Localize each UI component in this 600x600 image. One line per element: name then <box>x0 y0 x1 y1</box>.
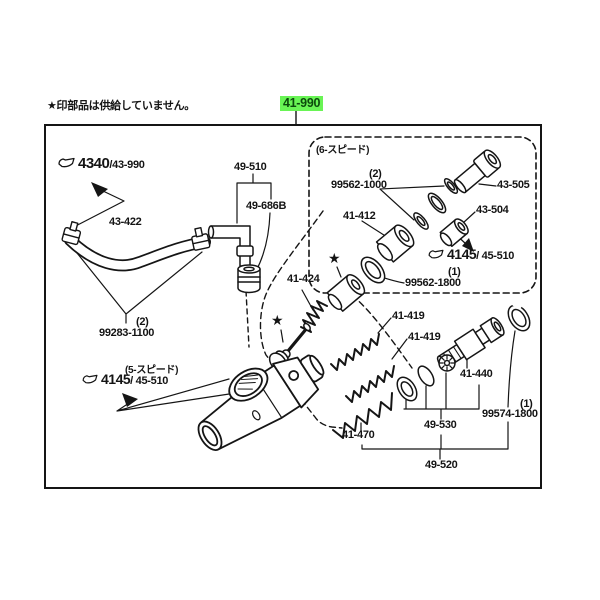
part-qty-snap-ring: (1) <box>520 398 533 410</box>
supply-note: ★印部品は供給していません。 <box>47 100 196 112</box>
cup-seal-drawing <box>396 376 418 402</box>
part-label-pipe: 49-510 <box>234 161 267 173</box>
star-mark: ★ <box>328 250 341 266</box>
direction-arrows <box>91 182 474 407</box>
hand-icon <box>428 249 445 263</box>
seal-99562-1800-drawing <box>360 256 386 284</box>
elbow-pipe-drawing <box>207 225 261 294</box>
part-label-joint: 43-504 <box>476 204 509 216</box>
part-label-washers: 99562-1000 <box>331 179 387 191</box>
star-mark: ★ <box>271 312 284 328</box>
part-label-bushing: 41-412 <box>343 210 376 222</box>
part-label-snap-ring: 99574-1800 <box>482 408 538 420</box>
part-qty-washers: (2) <box>369 168 382 180</box>
part-label-return-spring-b: 41-419 <box>408 331 441 343</box>
ring-drawing <box>427 192 447 214</box>
part-label-clamp: 99283-1100 <box>99 327 155 339</box>
part-label-seal: 99562-1800 <box>405 277 461 289</box>
return-spring-b-drawing <box>345 365 395 403</box>
return-spring-a-drawing <box>330 333 380 371</box>
pipe-centerline <box>245 290 250 348</box>
star-washer-drawing <box>438 354 456 372</box>
piston-group <box>396 303 531 402</box>
snap-ring-99574-drawing <box>507 303 531 332</box>
assembly-ref-4340: 4340/43-990 <box>58 155 145 172</box>
hand-icon <box>58 157 76 172</box>
bushing-41-412-drawing <box>375 224 415 263</box>
washer-drawing <box>443 177 459 195</box>
bolt-43-505-drawing <box>453 149 502 194</box>
hand-icon <box>82 374 99 388</box>
part-qty-seal: (1) <box>448 266 461 278</box>
selected-part-number[interactable]: 41-990 <box>280 96 324 111</box>
part-label-valve-spring: 41-424 <box>287 273 320 285</box>
kit-outline-left <box>259 210 343 429</box>
part-label-hose: 43-422 <box>109 216 142 228</box>
kit-outline-right <box>351 294 413 369</box>
part-label-repair-kit: 49-520 <box>425 459 458 471</box>
washer-drawing <box>413 212 429 230</box>
part-label-kit-inner: 49-530 <box>424 419 457 431</box>
part-label-conical-spring: 41-470 <box>342 429 375 441</box>
six-speed-parts <box>360 149 502 284</box>
group-label-five-speed: (5-スピード) <box>125 365 179 376</box>
joint-43-504-drawing <box>439 218 469 248</box>
bushing-drawing <box>326 273 366 312</box>
part-label-return-spring-a: 41-419 <box>392 310 425 322</box>
diagram-border <box>44 124 542 489</box>
master-cylinder-drawing <box>197 354 325 451</box>
group-label-six-speed: (6-スピード) <box>316 145 370 156</box>
disc-drawing <box>417 365 435 387</box>
six-speed-group-box <box>308 136 537 294</box>
part-label-grommet: 49-686B <box>246 200 287 212</box>
conical-spring-41-470-drawing <box>332 392 393 439</box>
springs <box>330 333 395 439</box>
part-qty-clamp: (2) <box>136 316 149 328</box>
part-label-bolt: 43-505 <box>497 179 530 191</box>
part-label-piston: 41-440 <box>460 368 493 380</box>
assembly-ref-4145-6speed: 4145/ 45-510 <box>428 246 514 263</box>
assembly-ref-4145-5speed: 4145/ 45-510 <box>82 371 168 388</box>
hose-drawing <box>61 221 211 272</box>
